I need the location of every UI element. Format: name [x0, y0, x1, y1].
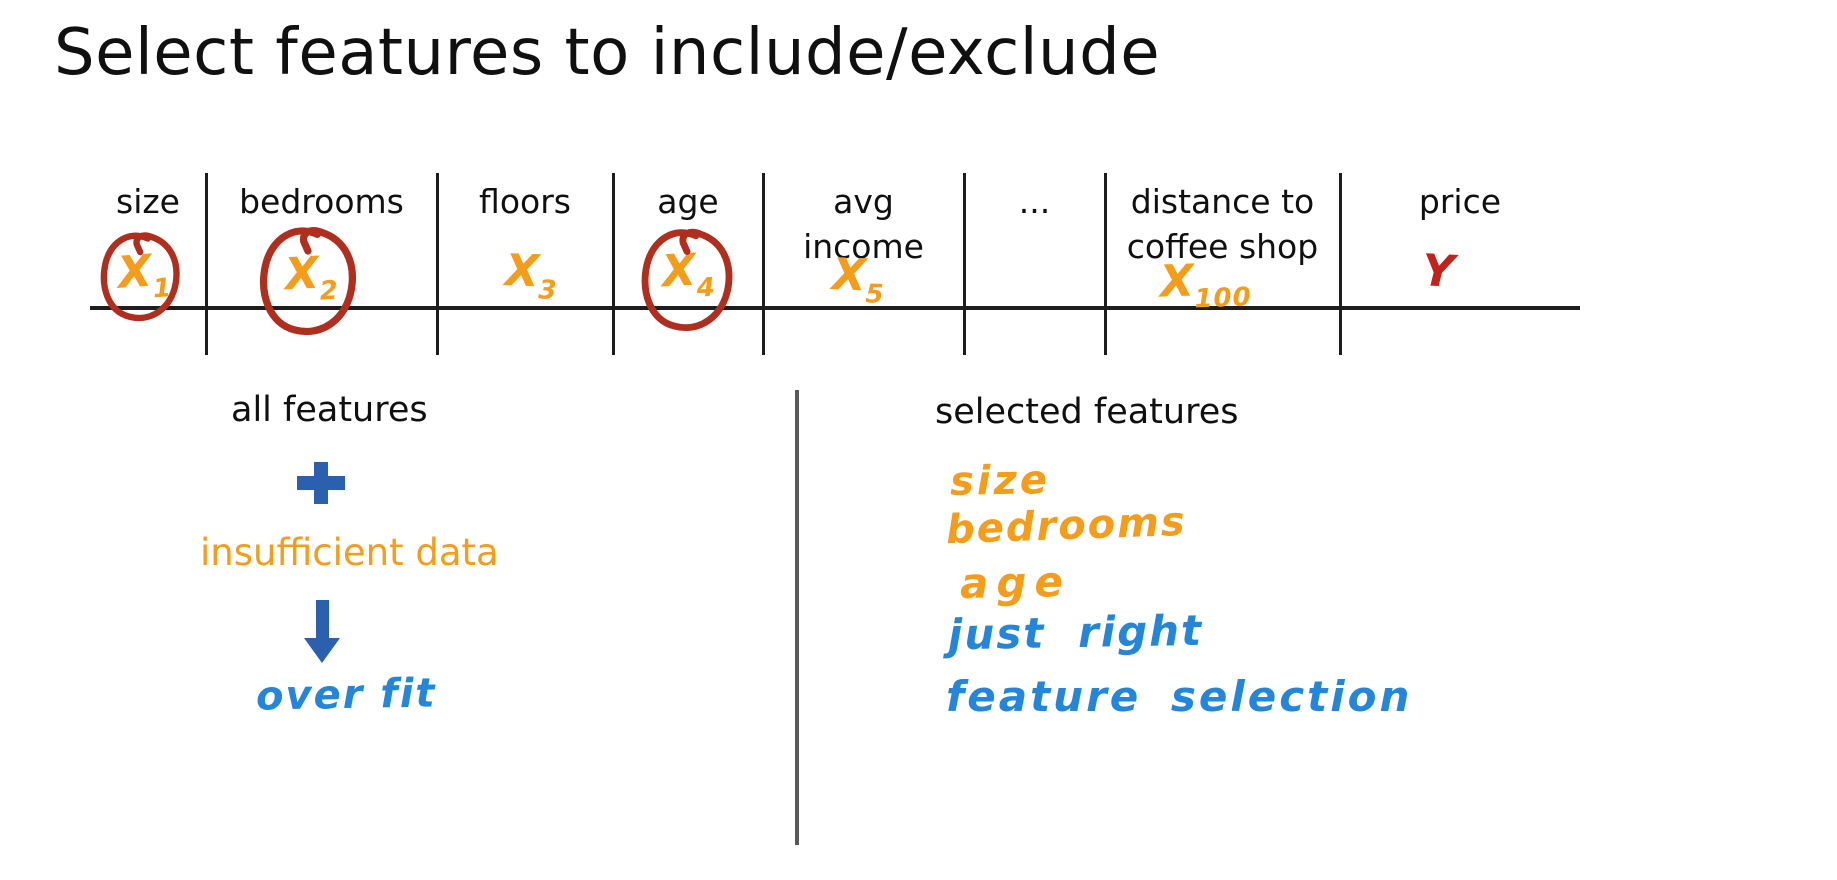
- target-variable-y: Y: [1420, 245, 1456, 306]
- lasso-circle-icon: [100, 232, 180, 322]
- feature-variable-x100: X100: [1159, 253, 1252, 315]
- variable-letter: X: [504, 245, 540, 298]
- feature-selection-note: feature selection: [946, 672, 1413, 721]
- variable-letter: Y: [1420, 245, 1456, 298]
- header-label: bedrooms: [239, 182, 404, 221]
- all-features-heading: all features: [231, 390, 428, 430]
- variable-letter: X: [831, 249, 867, 302]
- arrow-head: [304, 638, 340, 663]
- column-header-age: age: [613, 180, 763, 225]
- header-label: floors: [479, 182, 571, 221]
- section-divider: [795, 390, 799, 845]
- table-vertical-line: [762, 173, 765, 355]
- table-vertical-line: [1339, 173, 1342, 355]
- header-label: distance to coffee shop: [1126, 182, 1319, 266]
- selected-item-size: size: [949, 457, 1051, 505]
- selected-item-age: age: [959, 557, 1072, 608]
- header-label: ...: [1018, 182, 1051, 221]
- column-header-price: price: [1340, 180, 1580, 225]
- column-header-distance: distance to coffee shop: [1105, 180, 1340, 270]
- arrow-stem: [316, 600, 329, 640]
- page-title: Select features to include/exclude: [54, 16, 1161, 90]
- feature-variable-x5: X5: [831, 249, 886, 310]
- column-header-size: size: [90, 180, 206, 225]
- lasso-circle-icon: [260, 227, 356, 335]
- table-vertical-line: [205, 173, 208, 355]
- header-label: avg income: [803, 182, 924, 266]
- header-label: age: [657, 182, 719, 221]
- variable-subscript: 100: [1193, 282, 1253, 315]
- column-header-bedrooms: bedrooms: [206, 180, 437, 225]
- table-vertical-line: [963, 173, 966, 355]
- feature-variable-x3: X3: [504, 245, 559, 306]
- just-right-note: just right: [947, 605, 1204, 660]
- variable-letter: X: [1158, 255, 1195, 308]
- selected-item-bedrooms: bedrooms: [945, 498, 1188, 554]
- column-header-ellipsis: ...: [964, 180, 1105, 225]
- table-horizontal-line: [90, 306, 1580, 310]
- column-header-avg-income: avg income: [763, 180, 964, 270]
- overfit-note: over fit: [255, 670, 437, 720]
- insufficient-data-note: insufficient data: [200, 531, 499, 574]
- table-vertical-line: [436, 173, 439, 355]
- table-vertical-line: [612, 173, 615, 355]
- plus-vertical-bar: [314, 462, 328, 504]
- header-label: size: [116, 182, 180, 221]
- lasso-circle-icon: [641, 228, 733, 331]
- selected-features-heading: selected features: [935, 392, 1239, 432]
- down-arrow-icon: [304, 600, 340, 664]
- header-label: price: [1418, 182, 1502, 221]
- table-vertical-line: [1104, 173, 1107, 355]
- plus-icon: [297, 462, 345, 504]
- variable-subscript: 5: [864, 279, 886, 310]
- column-header-floors: floors: [437, 180, 613, 225]
- variable-subscript: 3: [537, 275, 559, 306]
